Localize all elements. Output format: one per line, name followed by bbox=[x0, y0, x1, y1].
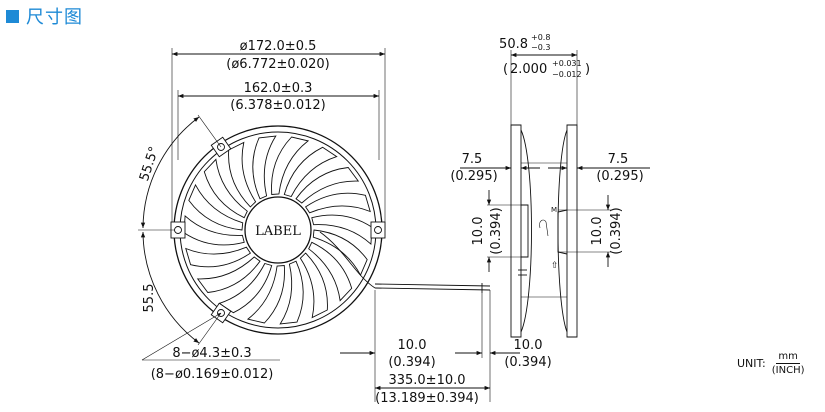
unit-fraction: mm (INCH) bbox=[772, 350, 805, 377]
strip-right-in: (0.394) bbox=[504, 355, 551, 370]
angle-lower: 55.5 bbox=[142, 284, 157, 313]
fan-blades bbox=[183, 135, 373, 325]
fan-hub bbox=[244, 196, 312, 264]
fan-blade bbox=[252, 135, 277, 200]
front-view: ø172.0±0.5 (ø6.772±0.020) 162.0±0.3 (6.3… bbox=[137, 39, 491, 382]
fan-blade bbox=[196, 256, 261, 293]
section-title: 尺寸图 bbox=[26, 7, 83, 28]
depth-in-tol-plus: +0.031 bbox=[552, 59, 582, 68]
flange-left-in: (0.295) bbox=[450, 169, 497, 184]
fan-blade bbox=[279, 260, 304, 325]
holes-mm: 8−ø4.3±0.3 bbox=[172, 346, 251, 361]
flange-right-mm: 7.5 bbox=[608, 152, 629, 167]
unit-legend: UNIT: mm (INCH) bbox=[737, 350, 804, 377]
flange-left-mm: 7.5 bbox=[462, 152, 483, 167]
fan-blade bbox=[308, 241, 353, 302]
fan-blade bbox=[203, 158, 248, 219]
side-view: 50.8 +0.8 −0.3 ( 2.000 +0.031 −0.012 ) M… bbox=[450, 33, 650, 338]
hub-label: LABEL bbox=[255, 224, 301, 239]
depth-mm-tol-minus: −0.3 bbox=[531, 43, 550, 52]
vert-left-in: (0.394) bbox=[489, 207, 504, 254]
unit-prefix: UNIT: bbox=[737, 357, 766, 370]
inner-diameter-in: (6.378±0.012) bbox=[230, 98, 325, 113]
strip-left-mm: 10.0 bbox=[398, 338, 427, 353]
depth-in: 2.000 bbox=[510, 62, 547, 77]
lead-length-mm: 335.0±10.0 bbox=[388, 373, 465, 388]
fan-blade bbox=[228, 141, 257, 208]
side-marker-a: M bbox=[551, 206, 557, 214]
fan-blade bbox=[295, 167, 360, 204]
section-header: 尺寸图 bbox=[6, 4, 83, 28]
vert-left-mm: 10.0 bbox=[471, 217, 486, 246]
fan-blade bbox=[283, 146, 338, 198]
depth-mm-tol-plus: +0.8 bbox=[531, 33, 550, 42]
fan-blade bbox=[271, 136, 310, 195]
fan-blade bbox=[246, 265, 285, 324]
fan-blade bbox=[185, 246, 252, 268]
side-marker-b: ⇧ bbox=[551, 261, 559, 271]
strip-right-mm: 10.0 bbox=[514, 338, 543, 353]
angle-upper: 55.5° bbox=[137, 145, 162, 183]
fan-blade bbox=[299, 252, 328, 319]
vert-right-in: (0.394) bbox=[609, 207, 624, 254]
depth-in-open: ( bbox=[503, 62, 508, 77]
flange-right-in: (0.295) bbox=[596, 169, 643, 184]
depth-mm: 50.8 bbox=[499, 37, 528, 52]
unit-numerator: mm bbox=[776, 351, 800, 364]
holes-in: (8−ø0.169±0.012) bbox=[151, 367, 274, 382]
vert-right-mm: 10.0 bbox=[590, 217, 605, 246]
overall-diameter-in: (ø6.772±0.020) bbox=[226, 57, 329, 72]
strip-left-in: (0.394) bbox=[388, 355, 435, 370]
unit-denominator: (INCH) bbox=[771, 365, 805, 376]
square-bullet-icon bbox=[6, 9, 19, 23]
inner-diameter-mm: 162.0±0.3 bbox=[244, 81, 313, 96]
fan-blade bbox=[304, 192, 371, 214]
lead-length-in: (13.189±0.394) bbox=[375, 391, 479, 406]
depth-in-close: ) bbox=[585, 62, 590, 77]
depth-in-tol-minus: −0.012 bbox=[552, 70, 582, 79]
lead-dimensions: 10.0 (0.394) 10.0 (0.394) 335.0±10.0 (13… bbox=[340, 290, 552, 406]
fan-blade bbox=[312, 229, 368, 277]
overall-diameter-mm: ø172.0±0.5 bbox=[240, 39, 317, 54]
